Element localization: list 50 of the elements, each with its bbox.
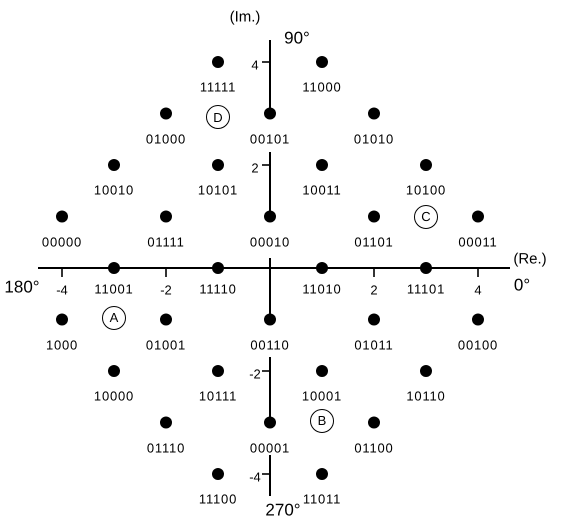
bit-code-label: 01101: [354, 235, 394, 248]
bit-code-label: 00100: [458, 338, 498, 351]
axis-label: (Re.): [513, 252, 547, 266]
bit-code-label: 10110: [406, 390, 446, 402]
angle-label: 0°: [514, 276, 530, 294]
bit-code-label: 10101: [198, 184, 238, 196]
region-marker: B: [310, 408, 334, 433]
bit-code-label: 00101: [250, 132, 290, 145]
bit-code-label: 01110: [146, 441, 186, 454]
bit-code-label: 00001: [250, 441, 290, 454]
tick-label: -4: [56, 284, 68, 296]
bit-code-label: 01100: [354, 441, 394, 454]
angle-label: 180°: [4, 278, 40, 296]
bit-code-label: 10010: [94, 184, 134, 196]
tick-label: 4: [251, 58, 259, 72]
region-marker: A: [102, 306, 126, 330]
bit-code-label: 01010: [354, 132, 394, 145]
bit-code-label: 10001: [302, 390, 342, 402]
angle-label: 90°: [284, 30, 310, 46]
bit-code-label: 11011: [302, 492, 342, 506]
bit-code-label: 11100: [198, 492, 238, 506]
bit-code-label: 10100: [406, 184, 446, 196]
bit-code-label: 00011: [458, 235, 498, 248]
bit-code-label: 11010: [302, 282, 342, 296]
bit-code-label: 01000: [146, 132, 186, 145]
tick-label: -2: [249, 368, 261, 380]
bit-code-label: 11111: [200, 80, 236, 94]
axis-label: (Im.): [230, 10, 260, 24]
bit-code-label: 11110: [199, 282, 237, 296]
bit-code-label: 00110: [250, 338, 290, 351]
bit-code-label: 10111: [198, 390, 238, 402]
region-marker: D: [206, 105, 230, 130]
bit-code-label: 00010: [250, 235, 290, 248]
bit-code-label: 00000: [42, 235, 82, 248]
region-marker: C: [414, 204, 438, 228]
bit-code-label: 1000: [46, 338, 78, 351]
tick-label: -4: [249, 470, 261, 484]
bit-code-label: 10011: [302, 184, 342, 196]
tick-label: 4: [474, 284, 482, 296]
tick-label: 2: [251, 162, 259, 174]
bit-code-label: 10000: [94, 390, 134, 402]
bit-code-label: 11101: [406, 282, 446, 296]
bit-code-label: 11000: [302, 80, 342, 94]
bit-code-label: 01111: [147, 235, 185, 248]
angle-label: 270°: [265, 502, 301, 518]
bit-code-label: 01001: [146, 338, 186, 351]
bit-code-label: 11001: [94, 282, 134, 296]
tick-label: 2: [370, 284, 378, 296]
tick-label: -2: [160, 284, 172, 296]
bit-code-label: 01011: [354, 338, 394, 351]
